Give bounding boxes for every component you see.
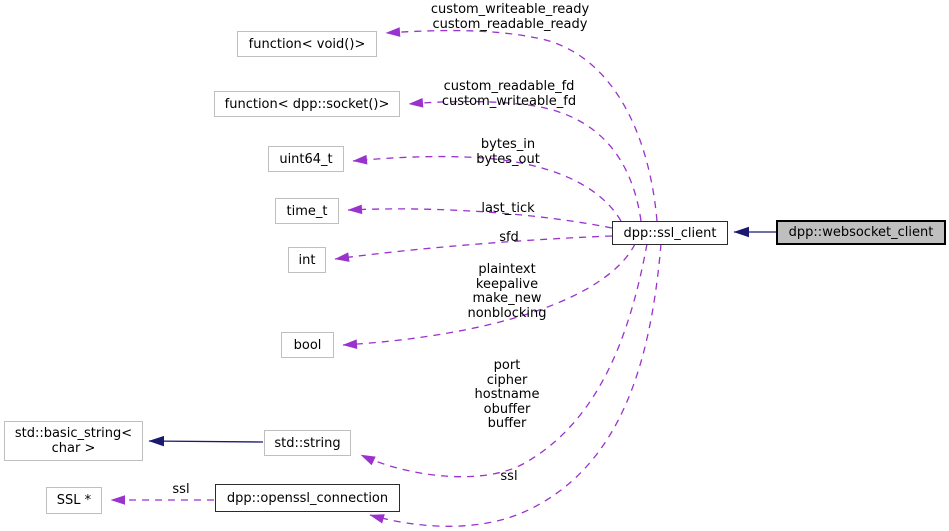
edge-label-last-tick: last_tick [481,201,535,216]
edge-label-custom-fd: custom_readable_fd custom_writeable_fd [441,79,577,109]
edge-label-ssl-pointer: ssl [172,482,190,497]
node-function-socket: function< dpp::socket()> [214,91,400,117]
edge-label-flags: plaintext keepalive make_new nonblocking [467,262,547,321]
inheritance-edge-string-to-basic-string [148,435,264,447]
node-dpp-websocket-client: dpp::websocket_client [776,220,946,245]
edge-label-ssl-member: ssl [500,469,518,484]
node-std-basic-string: std::basic_string< char > [4,421,143,461]
edge-label-sfd: sfd [499,230,519,245]
usage-edge-sfd [334,235,613,262]
edge-label-strings: port cipher hostname obuffer buffer [474,358,540,432]
node-ssl-pointer: SSL * [46,487,102,514]
node-dpp-openssl-connection[interactable]: dpp::openssl_connection [215,484,400,512]
edge-label-bytes: bytes_in bytes_out [476,137,540,167]
node-dpp-ssl-client[interactable]: dpp::ssl_client [612,221,728,245]
usage-edge-custom-ready [385,27,658,222]
node-uint64-t: uint64_t [268,146,344,172]
node-int: int [288,247,326,273]
node-bool: bool [281,332,334,358]
node-std-string: std::string [264,430,351,456]
node-time-t: time_t [275,198,339,224]
edge-label-custom-ready: custom_writeable_ready custom_readable_r… [430,2,590,32]
node-function-void: function< void()> [237,31,377,57]
